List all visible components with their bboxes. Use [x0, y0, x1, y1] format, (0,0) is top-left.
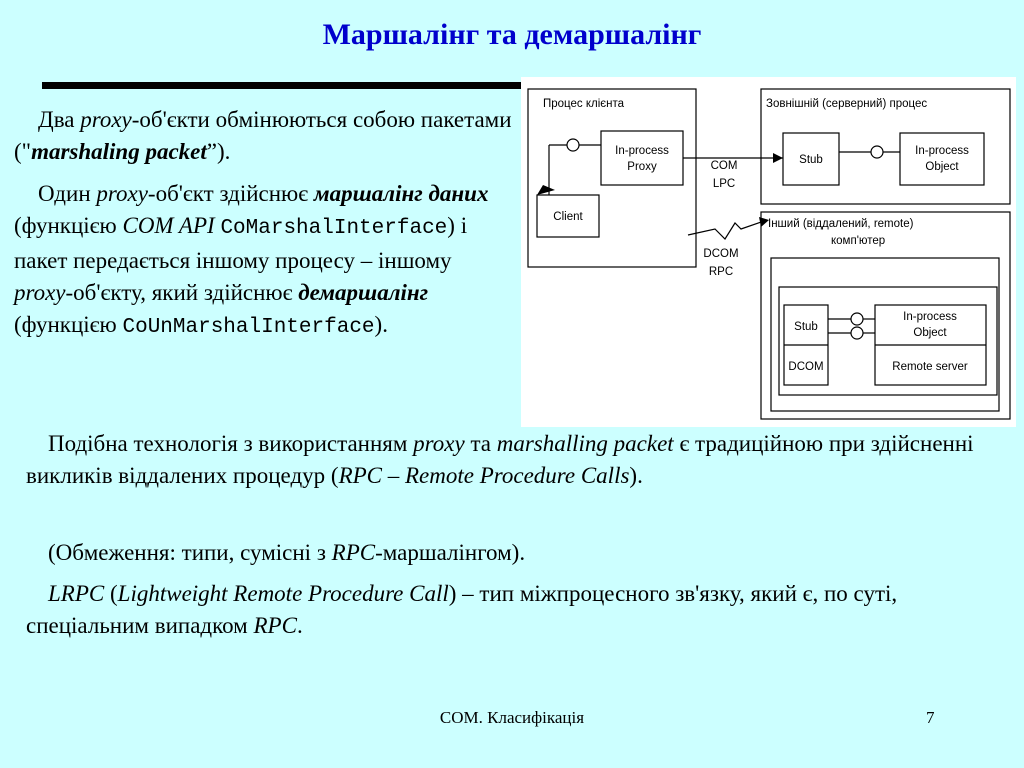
p2-proxy-1: proxy	[96, 181, 148, 206]
p2-function-comarshal: CoMarshalInterface	[220, 217, 448, 240]
p4-text-b: -маршалінгом).	[375, 540, 526, 565]
remote-group-box	[778, 286, 998, 396]
remote-computer-box	[760, 211, 1011, 420]
p2-com-api: COM API	[122, 213, 215, 238]
client-process-box	[527, 88, 697, 268]
p5-rpc: RPC	[253, 613, 297, 638]
paragraph-lrpc: LRPC (Lightweight Remote Procedure Call)…	[26, 578, 986, 642]
p3-text-d: ).	[629, 463, 643, 488]
p3-packet: marshalling packet	[496, 431, 674, 456]
p2-text-a: Один	[38, 181, 97, 206]
label-client-process: Процес клієнта	[543, 98, 625, 110]
p2-function-counmarshal: CoUnMarshalInterface	[122, 316, 375, 339]
p2-text-f: -об'єкту, який здійснює	[65, 280, 299, 305]
label-rpc: RPC	[709, 266, 733, 278]
paragraph-proxy-exchange: Два proxy-об'єкти обмінюються собою паке…	[14, 104, 514, 168]
label-stub: Stub	[799, 154, 823, 166]
server-process-box	[760, 88, 1011, 205]
inproc-proxy-box	[600, 130, 684, 186]
label-remote-object-2: Object	[913, 327, 947, 339]
label-remote-title-2: комп'ютер	[831, 235, 885, 247]
paragraph-marshaling: Один proxy-об'єкт здійснює маршалінг дан…	[14, 178, 516, 344]
label-remote-title-1: Інший (віддалений, remote)	[768, 218, 914, 230]
p2-text-h: ).	[374, 312, 388, 337]
p5-text-b: ) – тип міжпроцесного зв'язку, який є, п…	[26, 581, 898, 638]
p2-text-e: ) і пакет передається іншому процесу – і…	[14, 213, 468, 273]
p5-text-a: (	[104, 581, 118, 606]
p1-text-c: ”).	[206, 139, 231, 164]
p5-lrpc-full: Lightweight Remote Procedure Call	[117, 581, 449, 606]
label-proxy-2: Proxy	[627, 161, 657, 173]
label-lpc: LPC	[713, 178, 735, 190]
p3-rpc: RPC – Remote Procedure Calls	[338, 463, 630, 488]
p3-proxy: proxy	[413, 431, 465, 456]
label-server-process: Зовнішній (серверний) процес	[766, 98, 927, 110]
footer-title: COM. Класифікація	[439, 708, 585, 727]
client-box	[536, 194, 600, 238]
paragraph-restriction: (Обмеження: типи, сумісні з RPC-маршалін…	[48, 537, 978, 569]
p2-proxy-2: proxy	[14, 280, 66, 305]
p3-text-c: є традиційною при здійсненні викликів ві…	[26, 431, 974, 488]
paragraph-rpc-technology: Подібна технологія з використанням proxy…	[26, 428, 976, 492]
p3-text-b: та	[464, 431, 497, 456]
page-number: 7	[926, 708, 935, 727]
p4-rpc: RPC	[331, 540, 376, 565]
label-object-2: Object	[925, 161, 959, 173]
label-remote-stub: Stub	[794, 321, 818, 333]
p2-demarshaling-term: демаршалінг	[298, 280, 429, 305]
p3-text-a: Подібна технологія з використанням	[48, 431, 414, 456]
p1-packet: marshaling packet	[31, 139, 207, 164]
p1-proxy: proxy	[80, 107, 132, 132]
label-remote-object-1: In-process	[903, 311, 957, 323]
p5-lrpc: LRPC	[48, 581, 105, 606]
p2-text-b: -об'єкт здійснює	[147, 181, 314, 206]
p5-text-c: .	[296, 613, 303, 638]
architecture-diagram: Процес клієнта In-process Proxy Client C…	[521, 77, 1016, 427]
p2-text-g: (функцією	[14, 312, 123, 337]
label-proxy-1: In-process	[615, 145, 669, 157]
label-com: COM	[711, 160, 738, 172]
inproc-object-box	[899, 132, 985, 186]
slide-title: Маршалінг та демаршалінг	[322, 18, 702, 51]
p2-text-c: (функцією	[14, 213, 123, 238]
p1-text-a: Два	[38, 107, 81, 132]
label-client: Client	[553, 211, 583, 223]
p4-text-a: (Обмеження: типи, сумісні з	[48, 540, 332, 565]
label-object-1: In-process	[915, 145, 969, 157]
label-remote-server: Remote server	[892, 361, 968, 373]
label-remote-dcom: DCOM	[788, 361, 823, 373]
p2-marshaling-term: маршалінг даних	[313, 181, 489, 206]
p1-text-b: -об'єкти обмінюються собою пакетами ("	[14, 107, 512, 164]
stub-box	[782, 132, 840, 186]
label-dcom: DCOM	[703, 248, 738, 260]
title-divider	[42, 82, 522, 89]
remote-inner-box	[770, 257, 1000, 412]
